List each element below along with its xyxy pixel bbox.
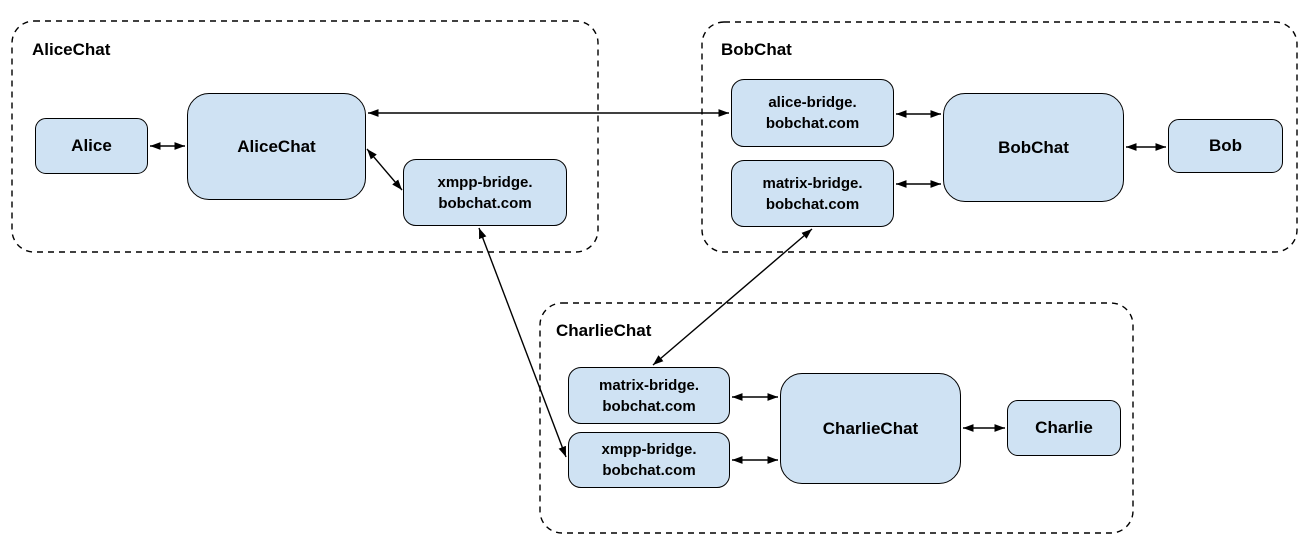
node-alice-bridge-bobchat: alice-bridge. bobchat.com [731,79,894,147]
group-outline-charliechat [539,302,1134,534]
edge-matrixbridgeB-matrixbridgeC [652,228,813,366]
node-matrix-bridge-charliechat: matrix-bridge. bobchat.com [568,367,730,424]
node-charlie: Charlie [1007,400,1121,456]
node-xmpp-bridge-alicechat: xmpp-bridge. bobchat.com [403,159,567,226]
group-outline-alicechat [11,20,599,253]
node-xmpp-bridge-charliechat: xmpp-bridge. bobchat.com [568,432,730,488]
edge-alicechat-xmppbridge [366,148,403,191]
node-alicechat-server: AliceChat [187,93,366,200]
group-label-bobchat: BobChat [721,40,792,59]
node-bob: Bob [1168,119,1283,173]
edge-xmppbridgeA-xmppbridgeC [478,227,567,458]
group-label-charliechat: CharlieChat [556,321,652,340]
node-alice: Alice [35,118,148,174]
group-label-alicechat: AliceChat [32,40,111,59]
node-matrix-bridge-bobchat: matrix-bridge. bobchat.com [731,160,894,227]
group-outline-bobchat [701,21,1298,253]
node-bobchat-server: BobChat [943,93,1124,202]
node-charliechat-server: CharlieChat [780,373,961,484]
